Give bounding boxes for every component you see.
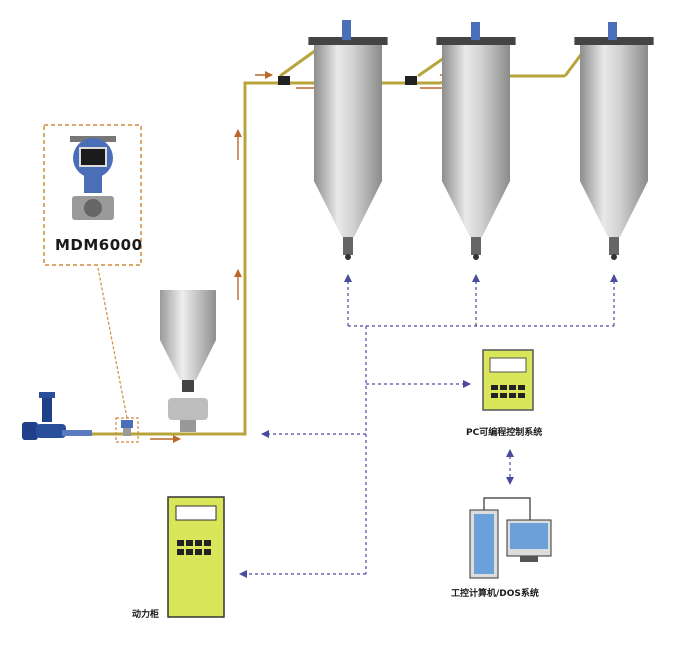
diverter-valve-2 — [405, 76, 417, 85]
computer-label: 工控计算机/DOS系统 — [451, 589, 539, 599]
industrial-computer-icon — [469, 497, 552, 579]
storage-silo-1 — [308, 20, 388, 261]
plc-panel-icon — [482, 349, 534, 411]
inline-transmitter-icon — [121, 420, 133, 436]
diverter-valve-1 — [278, 76, 290, 85]
power-cabinet-label: 动力柜 — [132, 610, 160, 620]
transmitter-model-label: MDM6000 — [55, 236, 143, 254]
callout-leader-line — [97, 267, 128, 419]
pressure-transmitter-icon — [70, 136, 116, 220]
signal-lines — [239, 274, 618, 578]
hopper-feeder-icon — [160, 290, 216, 432]
storage-silo-3 — [574, 22, 654, 261]
storage-silo-2 — [436, 22, 516, 261]
power-cabinet-icon — [167, 496, 225, 618]
roots-blower-icon — [22, 392, 92, 440]
plc-label: PC可编程控制系统 — [466, 428, 543, 438]
